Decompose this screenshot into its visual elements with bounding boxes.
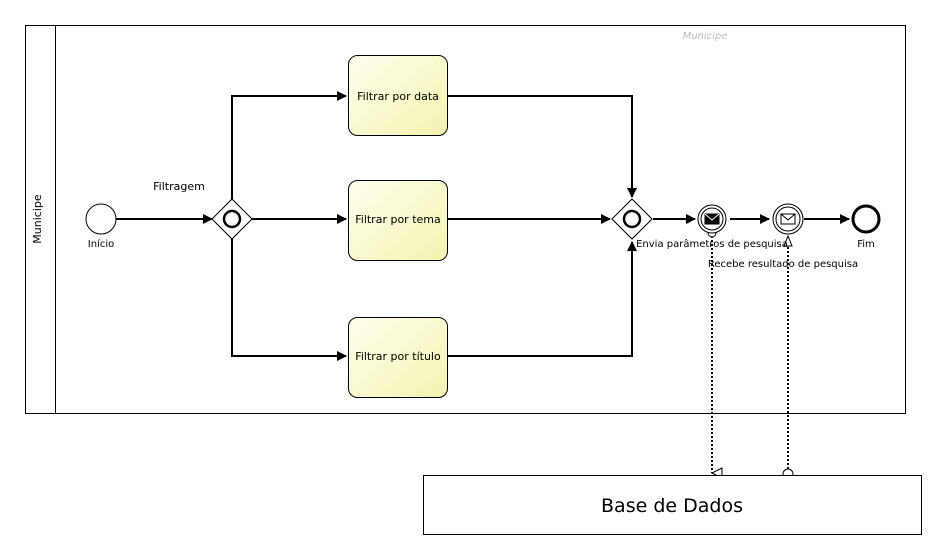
receive-message-event[interactable] — [772, 203, 804, 235]
task-label: Filtrar por tema — [355, 213, 441, 226]
start-event[interactable] — [85, 203, 117, 235]
task-filtrar-tema[interactable]: Filtrar por tema — [348, 180, 448, 261]
envelope-icon — [704, 213, 720, 225]
pool-watermark: Municipe — [683, 31, 728, 42]
envelope-icon — [780, 213, 796, 225]
gateway-join[interactable] — [611, 198, 653, 240]
data-store-pool[interactable]: Base de Dados — [423, 475, 922, 535]
task-label: Filtrar por título — [355, 350, 441, 363]
task-filtrar-data[interactable]: Filtrar por data — [348, 55, 448, 136]
start-event-label: Início — [88, 238, 114, 250]
data-store-label: Base de Dados — [601, 495, 743, 517]
flow-gateway-to-task-titulo — [231, 239, 347, 361]
gateway-split[interactable] — [211, 198, 253, 240]
task-filtrar-titulo[interactable]: Filtrar por título — [348, 317, 448, 398]
send-message-event[interactable] — [697, 204, 727, 234]
message-flows — [711, 236, 789, 473]
pool-label: Municipe — [31, 194, 44, 244]
sequence-flows — [116, 91, 850, 361]
send-message-label: Envia parâmetros de pesquisa — [636, 238, 788, 250]
flow-gateway-to-task-data — [231, 91, 347, 199]
flow-task-data-to-join — [448, 95, 637, 198]
receive-message-label: Recebe resultado de pesquisa — [708, 259, 858, 270]
gateway-label: Filtragem — [153, 180, 205, 193]
end-event-label: Fim — [857, 239, 875, 250]
end-event[interactable] — [851, 204, 881, 234]
message-flow-arrow-receive — [783, 234, 793, 247]
task-label: Filtrar por data — [357, 90, 439, 103]
flow-task-titulo-to-join — [448, 241, 637, 357]
